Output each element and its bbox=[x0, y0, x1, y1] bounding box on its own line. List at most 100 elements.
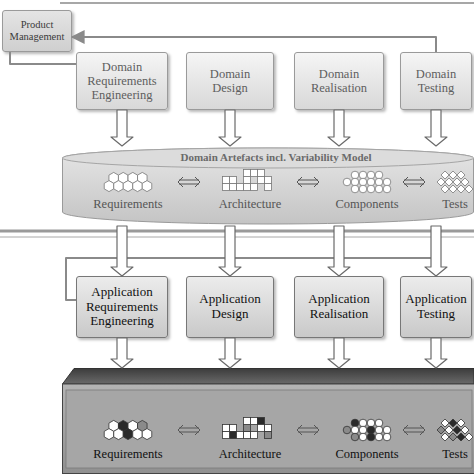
test-icon bbox=[437, 178, 445, 186]
component-icon bbox=[359, 171, 367, 179]
architecture-icon bbox=[223, 432, 230, 439]
double-arrow bbox=[297, 425, 319, 435]
requirement-icon bbox=[133, 429, 143, 440]
block-arrow bbox=[219, 226, 241, 276]
test-icon bbox=[465, 185, 473, 193]
box-label: Domain Testing bbox=[404, 67, 468, 95]
test-icon bbox=[449, 419, 457, 427]
block-arrow bbox=[219, 110, 241, 146]
component-icon bbox=[351, 178, 359, 186]
component-icon bbox=[367, 433, 375, 441]
test-icon bbox=[437, 426, 445, 434]
process-box: Application Realisation bbox=[294, 276, 384, 338]
test-icon bbox=[445, 178, 453, 186]
separator-line bbox=[0, 230, 474, 233]
component-icon bbox=[359, 419, 367, 427]
requirement-icon bbox=[114, 181, 124, 192]
band-body bbox=[63, 148, 474, 224]
architecture-icon bbox=[258, 425, 265, 432]
process-box: Application Design bbox=[186, 276, 274, 338]
architecture-icon bbox=[244, 177, 251, 184]
test-icon bbox=[457, 185, 465, 193]
band-label: Architecture bbox=[219, 197, 281, 212]
box-label: Application Design bbox=[197, 292, 263, 321]
block-arrow bbox=[111, 226, 133, 276]
block-arrow bbox=[328, 110, 350, 146]
block-arrow bbox=[425, 338, 447, 368]
requirement-icon bbox=[123, 429, 133, 440]
requirement-icon bbox=[142, 429, 152, 440]
block-arrow bbox=[328, 338, 350, 368]
component-icon bbox=[383, 426, 391, 434]
icon-group bbox=[104, 418, 473, 442]
flow-line bbox=[10, 52, 76, 64]
architecture-icon bbox=[251, 170, 258, 177]
test-icon bbox=[461, 426, 469, 434]
architecture-icon bbox=[265, 425, 272, 432]
architecture-icon bbox=[230, 425, 237, 432]
component-icon bbox=[343, 178, 351, 186]
requirement-icon bbox=[123, 181, 133, 192]
block-arrow bbox=[111, 110, 133, 146]
architecture-icon bbox=[230, 177, 237, 184]
component-icon bbox=[375, 419, 383, 427]
requirement-icon bbox=[114, 429, 124, 440]
box-label: Domain Requirements Engineering bbox=[85, 60, 159, 102]
component-icon bbox=[359, 185, 367, 193]
component-icon bbox=[367, 178, 375, 186]
double-arrow bbox=[178, 177, 200, 187]
artefact-band: Domain Artefacts incl. Variability Model… bbox=[62, 146, 474, 226]
artefact-band: RequirementsArchitectureComponentsTests bbox=[62, 368, 474, 474]
component-icon bbox=[359, 426, 367, 434]
box-label: Product Management bbox=[6, 19, 68, 43]
band-label: Requirements bbox=[93, 197, 162, 212]
double-arrow bbox=[178, 425, 200, 435]
process-box: Domain Realisation bbox=[294, 52, 384, 110]
band-label: Architecture bbox=[219, 447, 281, 462]
process-box: Application Requirements Engineering bbox=[76, 276, 168, 338]
component-icon bbox=[359, 433, 367, 441]
component-icon bbox=[367, 426, 375, 434]
architecture-icon bbox=[237, 432, 244, 439]
requirement-icon bbox=[142, 181, 152, 192]
component-icon bbox=[351, 171, 359, 179]
process-box: Domain Design bbox=[186, 52, 274, 110]
icon-group bbox=[104, 170, 473, 194]
double-arrow bbox=[403, 425, 425, 435]
component-icon bbox=[383, 178, 391, 186]
component-icon bbox=[375, 178, 383, 186]
test-icon bbox=[453, 178, 461, 186]
test-icon bbox=[449, 433, 457, 441]
architecture-icon bbox=[265, 177, 272, 184]
box-label: Application Requirements Engineering bbox=[85, 285, 159, 329]
architecture-icon bbox=[244, 170, 251, 177]
component-icon bbox=[375, 426, 383, 434]
test-icon bbox=[449, 171, 457, 179]
architecture-icon bbox=[230, 184, 237, 191]
box-label: Domain Realisation bbox=[305, 67, 373, 95]
band-top bbox=[63, 369, 474, 385]
requirement-icon bbox=[104, 181, 114, 192]
block-arrow bbox=[111, 338, 133, 368]
block-arrow bbox=[425, 226, 447, 276]
block-arrow bbox=[425, 110, 447, 146]
component-icon bbox=[343, 426, 351, 434]
architecture-icon bbox=[244, 184, 251, 191]
separator-line bbox=[0, 237, 474, 238]
architecture-icon bbox=[230, 432, 237, 439]
architecture-icon bbox=[244, 418, 251, 425]
component-icon bbox=[367, 419, 375, 427]
requirement-icon bbox=[133, 181, 143, 192]
double-arrow bbox=[403, 177, 425, 187]
block-arrow bbox=[328, 226, 350, 276]
component-icon bbox=[351, 433, 359, 441]
architecture-icon bbox=[258, 418, 265, 425]
test-icon bbox=[445, 426, 453, 434]
test-icon bbox=[441, 419, 449, 427]
architecture-icon bbox=[258, 177, 265, 184]
requirement-icon bbox=[104, 429, 114, 440]
band-label: Tests bbox=[442, 197, 468, 212]
test-icon bbox=[457, 419, 465, 427]
component-icon bbox=[375, 171, 383, 179]
box-label: Domain Design bbox=[197, 67, 263, 95]
